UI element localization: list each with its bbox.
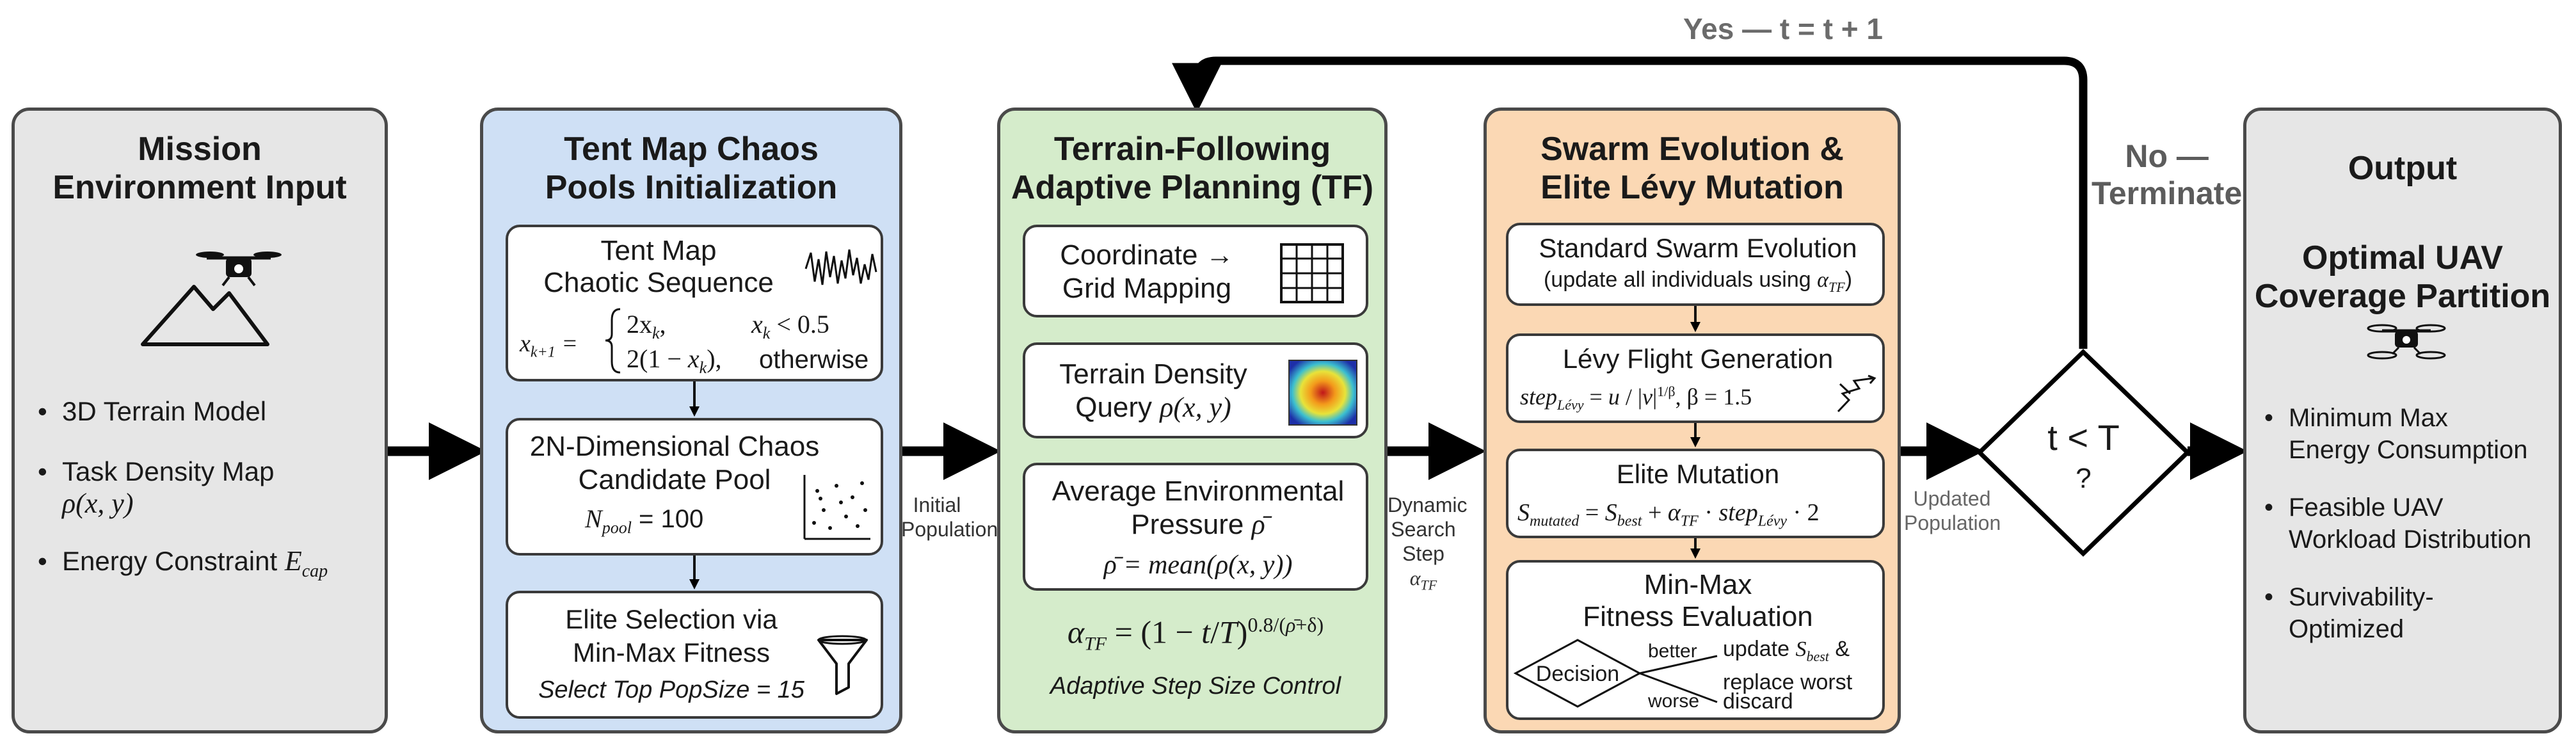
terrain-density-box: Terrain Density Query ρ(x, y)	[1023, 342, 1368, 438]
pool-size-param: Npool = 100	[585, 504, 704, 537]
stage-title: Tent Map Chaos Pools Initialization	[545, 131, 838, 206]
levy-flight-box: Lévy Flight Generation stepLévy = u / |v…	[1506, 333, 1885, 423]
scatter-icon	[803, 475, 870, 540]
dynamic-search-step-label: Dynamic Search Step αTF	[1388, 493, 1468, 593]
case1-cond: xk < 0.5	[751, 310, 829, 342]
drone-icon	[2367, 324, 2446, 360]
case2-cond: otherwise	[759, 346, 869, 374]
pressure-formula: ρ̄ = mean(ρ(x, y))	[1103, 550, 1293, 580]
input-item: 3D Terrain Model	[34, 396, 380, 428]
worse-label: worse	[1648, 691, 1700, 712]
levy-formula: stepLévy = u / |v|1/β, β = 1.5	[1520, 383, 1752, 413]
elite-mutation-box: Elite Mutation Smutated = Sbest + αTF · …	[1506, 449, 1885, 538]
funnel-icon	[817, 635, 868, 695]
brace	[605, 308, 621, 374]
initial-population-label: Initial Population	[901, 493, 998, 541]
updated-population-label: Updated Population	[1904, 487, 2001, 534]
heatmap-icon	[1288, 360, 1357, 426]
output-title: Output	[2348, 150, 2458, 187]
better-label: better	[1648, 641, 1697, 662]
decision-label: Decision	[1535, 662, 1620, 686]
internal-arrows	[1690, 306, 1700, 559]
output-item: Survivability-Optimized	[2260, 581, 2561, 645]
adaptive-step-caption: Adaptive Step Size Control	[1050, 673, 1341, 700]
internal-arrows	[689, 381, 700, 589]
swarm-evolution-box: Standard Swarm Evolution (update all ind…	[1506, 223, 1885, 306]
stage-swarm-evolution: Swarm Evolution & Elite Lévy Mutation St…	[1484, 108, 1901, 733]
mountain-drone-icon	[141, 252, 282, 346]
feedback-loop-arrow	[1172, 56, 2088, 349]
chaos-pool-box: 2N-Dimensional Chaos Candidate Pool Npoo…	[506, 418, 883, 556]
update-best-text: update Sbest & replace worst	[1723, 637, 1853, 694]
stage-chaos-init: Tent Map Chaos Pools Initialization Tent…	[480, 108, 902, 733]
loop-condition-label: t < T ?	[2047, 417, 2120, 494]
input-item: Energy Constraint Ecap	[34, 545, 380, 588]
elite-selection-box: Elite Selection via Min-Max Fitness Sele…	[506, 591, 883, 719]
stage-title: Swarm Evolution & Elite Lévy Mutation	[1540, 131, 1844, 206]
env-pressure-box: Average Environmental Pressure ρ̄ ρ̄ = m…	[1023, 463, 1368, 591]
stage-output: Output Optimal UAV Coverage Partition Mi…	[2243, 108, 2562, 733]
levy-path-icon	[1837, 374, 1876, 413]
discard-text: discard	[1723, 689, 1793, 714]
stage-mission-input: Mission Environment Input 3D Terrain Mod…	[12, 108, 388, 733]
update-all-note: (update all individuals using αTF)	[1543, 268, 1853, 295]
tent-map-box: Tent Map Chaotic Sequence xk+1 = 2xk, xk…	[506, 225, 883, 381]
grid-mapping-box: Coordinate → Grid Mapping	[1023, 225, 1368, 317]
no-label: No — Terminate	[2092, 138, 2243, 211]
input-list: 3D Terrain Model Task Density Map ρ(x, y…	[34, 396, 380, 616]
input-item: Task Density Map ρ(x, y)	[34, 456, 380, 520]
alpha-tf-formula: αTF = (1 − t/T)0.8/(ρ̄+δ)	[1067, 613, 1324, 655]
select-top-popsize: Select Top PopSize = 15	[538, 676, 804, 703]
tent-map-lhs: xk+1 =	[520, 330, 578, 361]
stage-title: Terrain-Following Adaptive Planning (TF)	[1011, 131, 1374, 206]
stage-title: Mission Environment Input	[52, 131, 347, 206]
mutation-formula: Smutated = Sbest + αTF · stepLévy · 2	[1517, 499, 1820, 530]
case1-expr: 2xk,	[627, 310, 666, 342]
yes-label: Yes — t = t + 1	[1683, 12, 1883, 45]
fitness-evaluation-box: Min-Max Fitness Evaluation Decision bett…	[1506, 560, 1885, 720]
loop-decision-diamond	[1976, 349, 2191, 557]
grid-icon	[1280, 243, 1344, 303]
case2-expr: 2(1 − xk),	[627, 344, 722, 377]
decision-diamond	[1513, 639, 1718, 708]
chaotic-wave-icon	[804, 249, 877, 285]
output-subtitle: Optimal UAV Coverage Partition	[2254, 239, 2551, 315]
stage-terrain-following: Terrain-Following Adaptive Planning (TF)…	[997, 108, 1388, 733]
